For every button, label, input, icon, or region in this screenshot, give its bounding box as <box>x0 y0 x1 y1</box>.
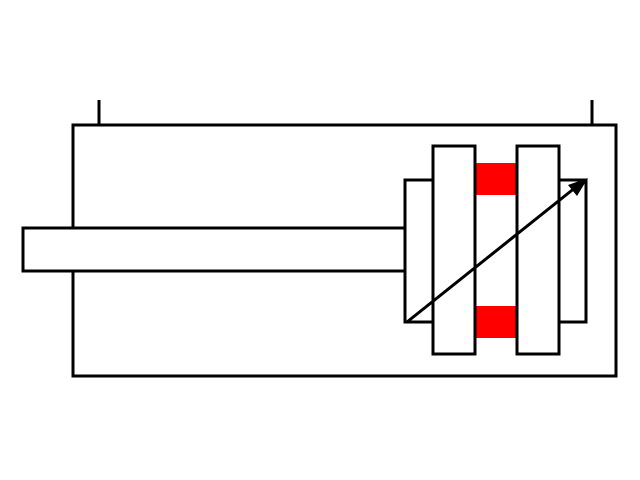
seal-top <box>474 163 517 195</box>
piston-plate-right <box>515 144 561 356</box>
piston-plate-left <box>431 144 477 356</box>
piston-rod <box>21 226 409 273</box>
arrow-head <box>568 178 588 196</box>
arrow-shaft <box>406 185 577 324</box>
seal-bottom <box>474 306 517 338</box>
adjustment-arrow <box>406 178 588 324</box>
